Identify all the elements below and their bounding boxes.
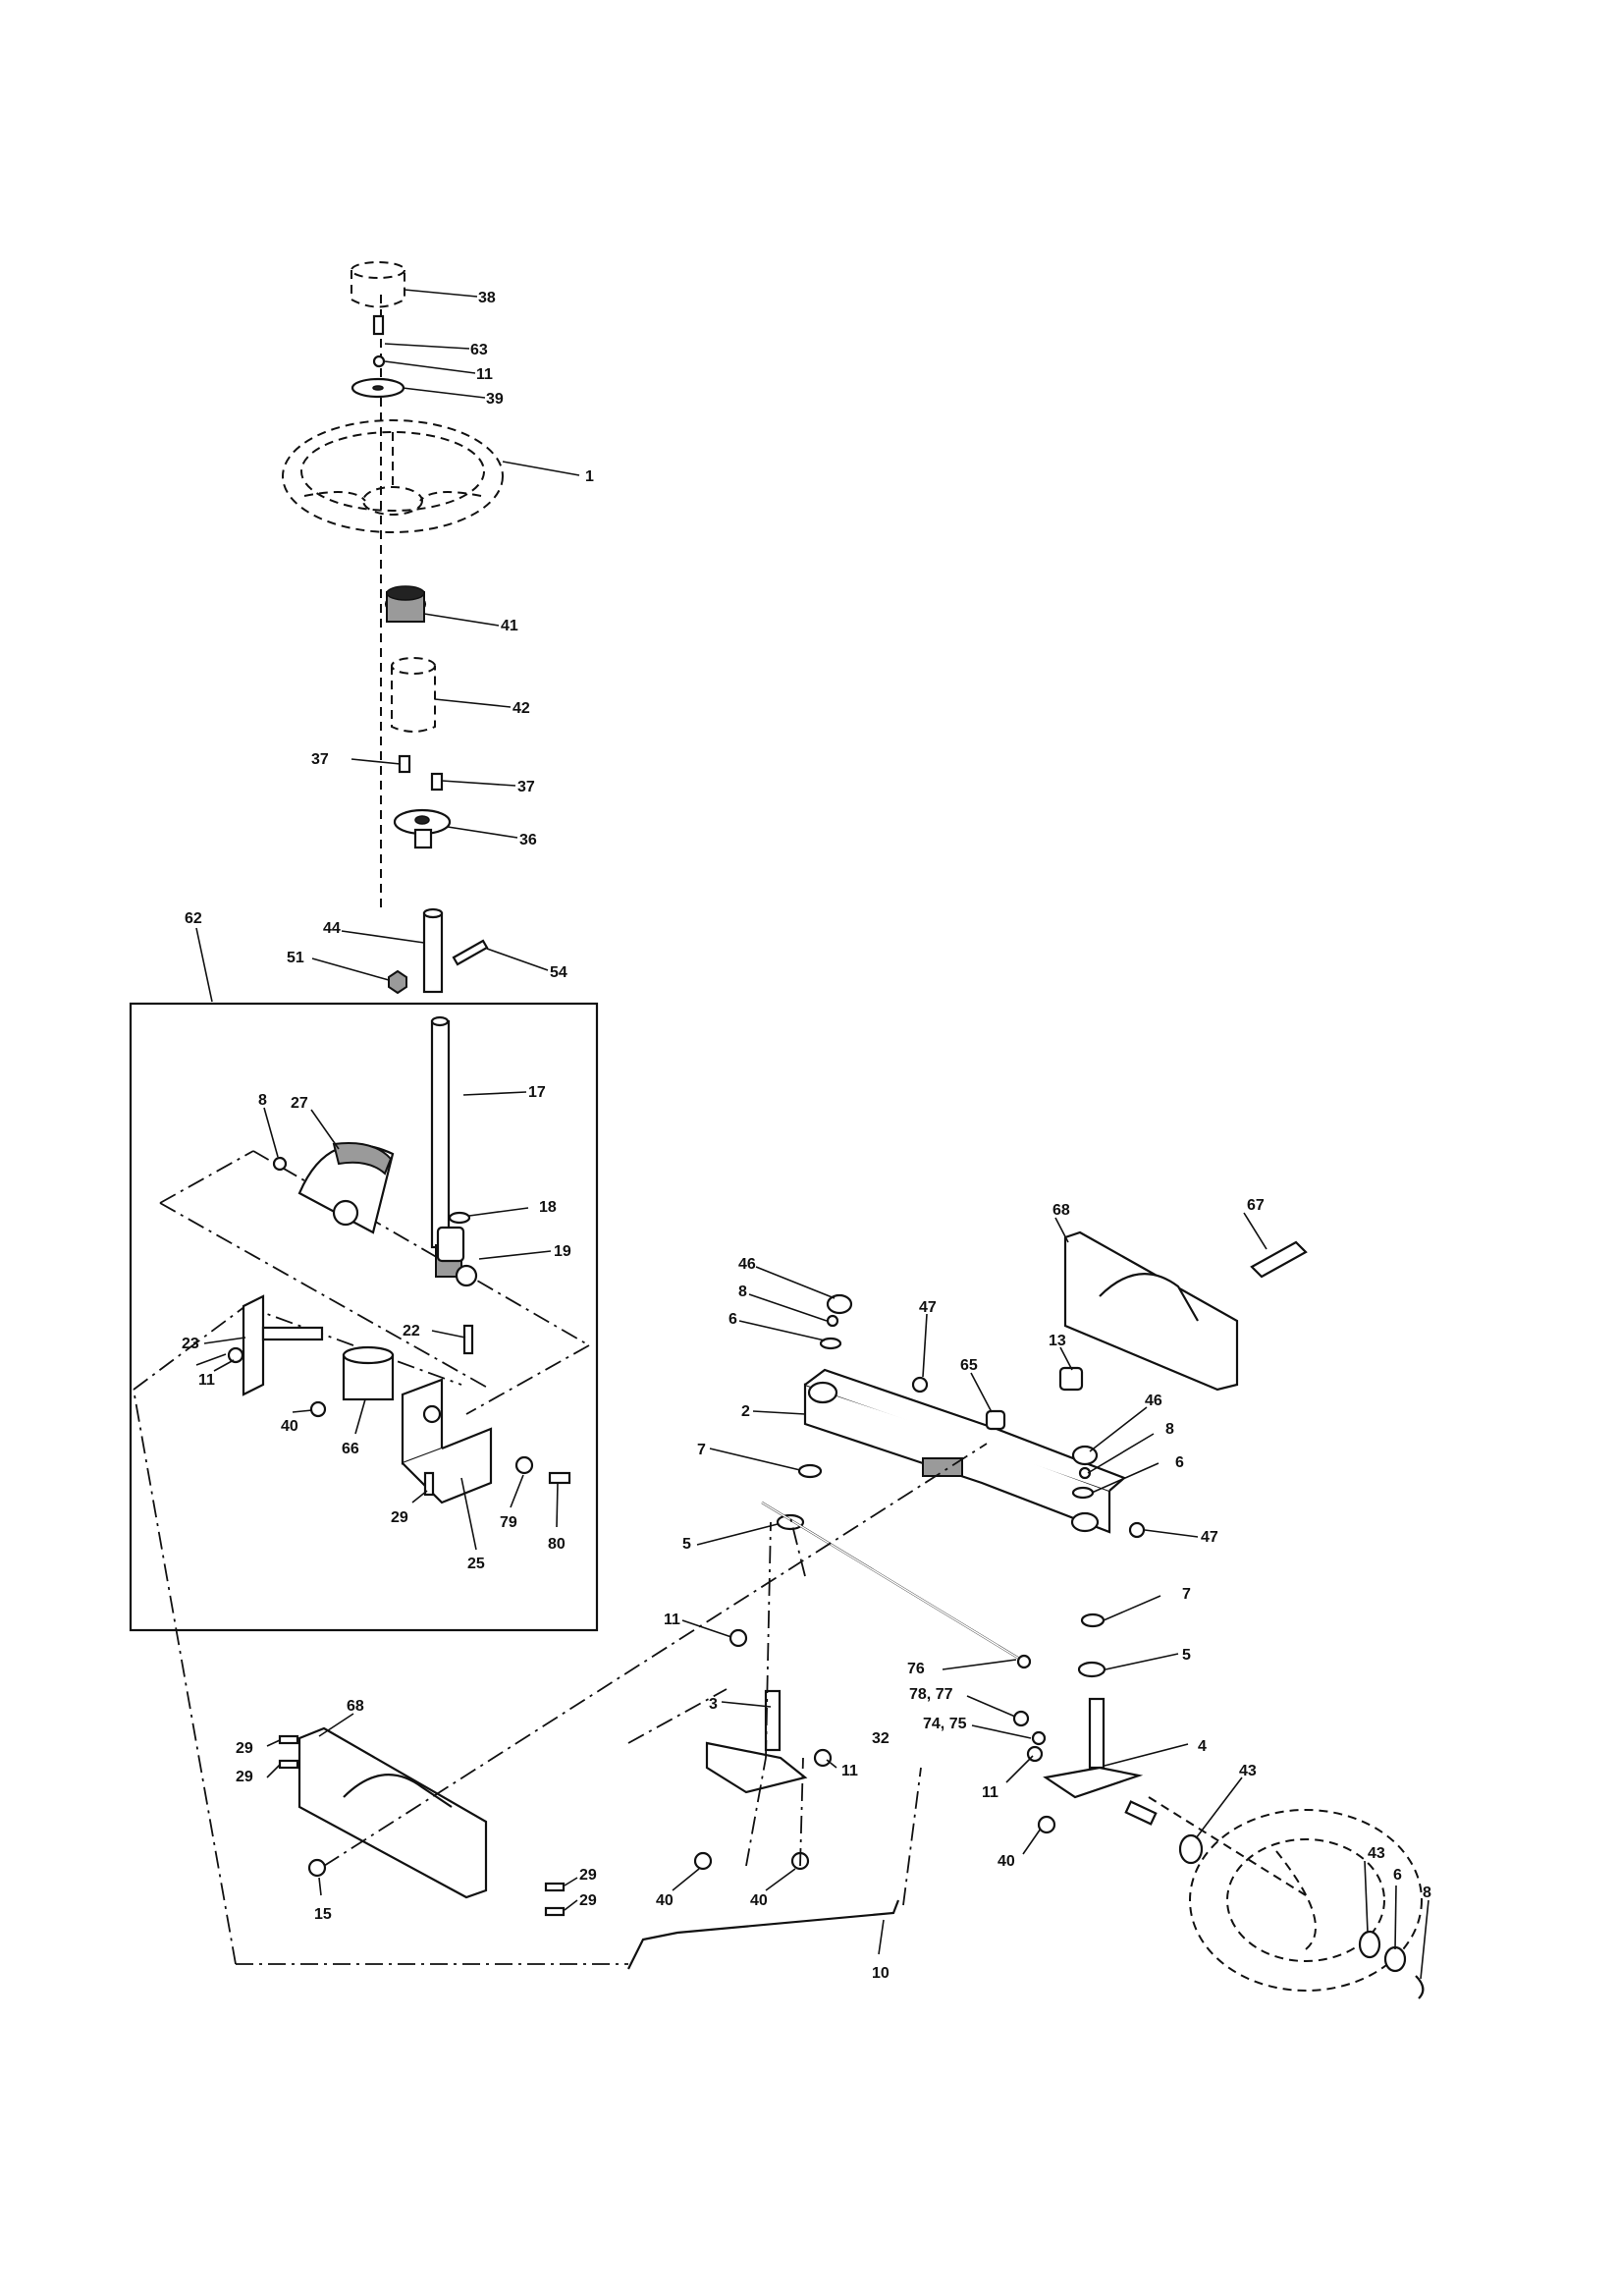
callout-37: 37 [311, 751, 329, 768]
callout-67: 67 [1247, 1197, 1265, 1214]
callout-7: 7 [1182, 1586, 1191, 1603]
callout-29: 29 [391, 1509, 408, 1526]
steering-column-parts [195, 261, 580, 1003]
callout-65: 65 [960, 1357, 978, 1374]
axle-assembly-parts [133, 1212, 1429, 1999]
callout-1: 1 [585, 468, 594, 485]
callout-79: 79 [500, 1514, 517, 1531]
callout-68: 68 [347, 1698, 364, 1715]
callout-54: 54 [550, 964, 567, 981]
callout-42: 42 [512, 700, 530, 717]
callout-80: 80 [548, 1536, 566, 1553]
callout-43: 43 [1239, 1763, 1257, 1779]
callout-37: 37 [517, 779, 535, 795]
steering-gear-inset [129, 1002, 599, 1632]
callout-4: 4 [1198, 1738, 1207, 1755]
callout-39: 39 [486, 391, 504, 408]
callout-11: 11 [982, 1784, 998, 1801]
callout-38: 38 [478, 290, 496, 306]
callout-63: 63 [470, 342, 488, 358]
callout-8: 8 [738, 1284, 747, 1300]
callout-10: 10 [872, 1965, 890, 1982]
callout-40: 40 [998, 1853, 1015, 1870]
callout-74-75: 74, 75 [923, 1716, 967, 1732]
callout-78-77: 78, 77 [909, 1686, 953, 1703]
callout-68: 68 [1052, 1202, 1070, 1219]
callout-40: 40 [656, 1892, 674, 1909]
callout-40: 40 [281, 1418, 298, 1435]
callout-41: 41 [501, 618, 518, 634]
callout-46: 46 [738, 1256, 756, 1273]
callout-36: 36 [519, 832, 537, 848]
callout-6: 6 [1393, 1867, 1402, 1884]
callout-7: 7 [697, 1442, 706, 1458]
callout-22: 22 [403, 1323, 420, 1339]
callout-27: 27 [291, 1095, 308, 1112]
callout-29: 29 [579, 1867, 597, 1884]
callout-32: 32 [872, 1730, 890, 1747]
callout-29: 29 [236, 1769, 253, 1785]
callout-3: 3 [709, 1696, 718, 1713]
callout-2: 2 [741, 1403, 750, 1420]
callout-51: 51 [287, 950, 304, 966]
callout-8: 8 [1423, 1885, 1431, 1901]
callout-29: 29 [236, 1740, 253, 1757]
callout-19: 19 [554, 1243, 571, 1260]
callout-5: 5 [682, 1536, 691, 1553]
callout-8: 8 [1165, 1421, 1174, 1438]
callout-11: 11 [476, 366, 493, 383]
callout-47: 47 [919, 1299, 937, 1316]
callout-labels: 38 63 11 39 1 41 42 37 37 36 62 44 51 54… [182, 290, 1431, 1982]
callout-11: 11 [198, 1372, 215, 1389]
callout-29: 29 [579, 1892, 597, 1909]
callout-66: 66 [342, 1441, 359, 1457]
callout-44: 44 [323, 920, 341, 937]
callout-17: 17 [528, 1084, 546, 1101]
callout-6: 6 [1175, 1454, 1184, 1471]
callout-25: 25 [467, 1556, 485, 1572]
callout-8: 8 [258, 1092, 267, 1109]
callout-40: 40 [750, 1892, 768, 1909]
callout-43: 43 [1368, 1845, 1385, 1862]
callout-11: 11 [841, 1763, 858, 1779]
callout-23: 23 [182, 1336, 199, 1352]
callout-62: 62 [185, 910, 202, 927]
callout-13: 13 [1049, 1333, 1066, 1349]
callout-18: 18 [539, 1199, 557, 1216]
callout-15: 15 [314, 1906, 332, 1923]
callout-11: 11 [664, 1612, 680, 1628]
callout-6: 6 [728, 1311, 737, 1328]
callout-5: 5 [1182, 1647, 1191, 1664]
callout-76: 76 [907, 1661, 925, 1677]
callout-46: 46 [1145, 1393, 1162, 1409]
callout-47: 47 [1201, 1529, 1218, 1546]
